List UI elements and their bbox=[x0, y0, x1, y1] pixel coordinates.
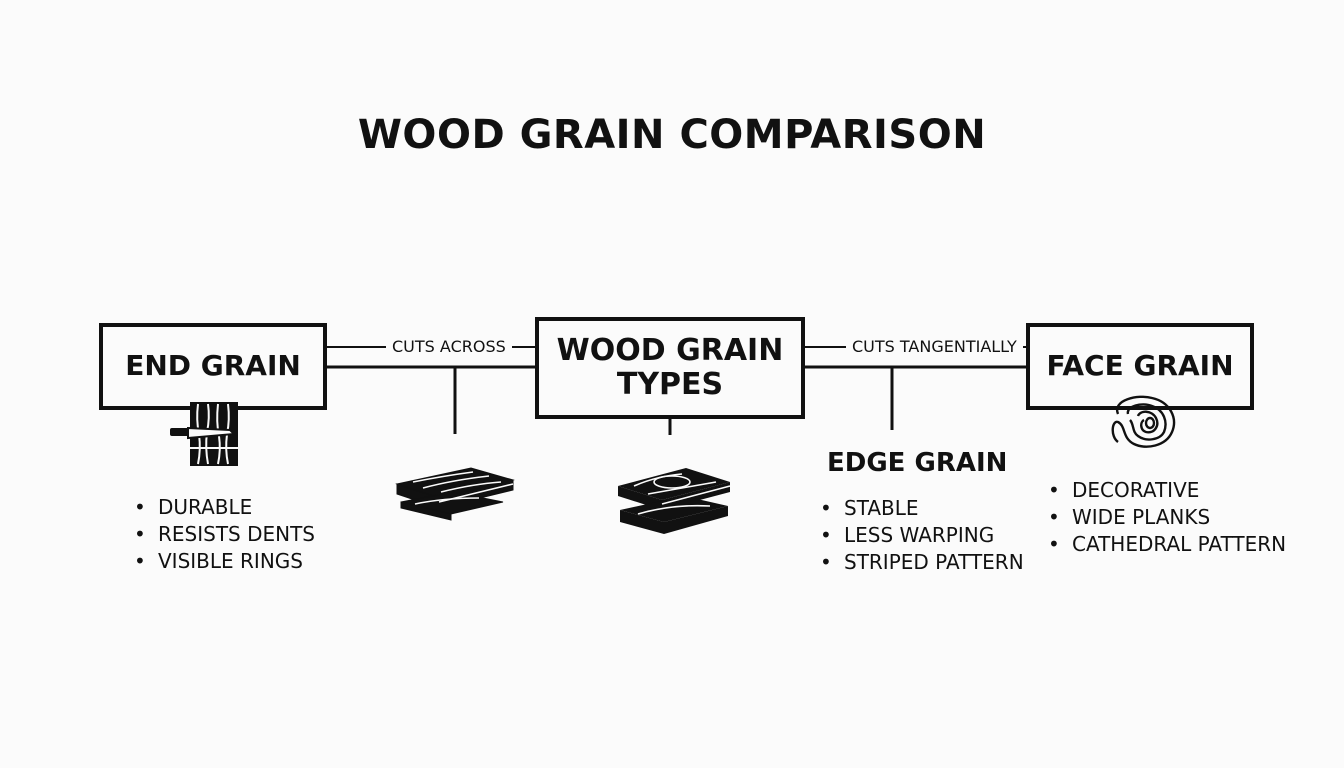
center-label-line2: TYPES bbox=[616, 367, 724, 402]
end-grain-block-knife-icon bbox=[170, 402, 238, 466]
page-title: WOOD GRAIN COMPARISON bbox=[357, 112, 987, 158]
wood-grain-types-box: WOOD GRAIN TYPES bbox=[535, 317, 805, 419]
end-grain-bullets: DURABLE RESISTS DENTS VISIBLE RINGS bbox=[134, 494, 315, 575]
edge-grain-bullets: STABLE LESS WARPING STRIPED PATTERN bbox=[820, 495, 1024, 576]
list-item: VISIBLE RINGS bbox=[134, 548, 315, 575]
list-item: STABLE bbox=[820, 495, 1024, 522]
connector-label-cuts-tangentially: CUTS TANGENTIALLY bbox=[846, 337, 1023, 357]
list-item: WIDE PLANKS bbox=[1048, 504, 1286, 531]
list-item: RESISTS DENTS bbox=[134, 521, 315, 548]
edge-grain-heading: EDGE GRAIN bbox=[827, 448, 1008, 478]
stacked-planks-icon-left bbox=[395, 467, 515, 521]
end-grain-label: END GRAIN bbox=[125, 349, 301, 383]
center-label-line1: WOOD GRAIN bbox=[556, 332, 784, 368]
connector-label-cuts-across: CUTS ACROSS bbox=[386, 337, 512, 357]
list-item: STRIPED PATTERN bbox=[820, 549, 1024, 576]
list-item: DURABLE bbox=[134, 494, 315, 521]
wood-grain-swirl-icon bbox=[1111, 395, 1176, 448]
face-grain-bullets: DECORATIVE WIDE PLANKS CATHEDRAL PATTERN bbox=[1048, 477, 1286, 558]
list-item: LESS WARPING bbox=[820, 522, 1024, 549]
end-grain-box: END GRAIN bbox=[99, 323, 327, 410]
list-item: CATHEDRAL PATTERN bbox=[1048, 531, 1286, 558]
face-grain-label: FACE GRAIN bbox=[1046, 349, 1234, 383]
stacked-planks-icon-center bbox=[618, 468, 731, 534]
list-item: DECORATIVE bbox=[1048, 477, 1286, 504]
